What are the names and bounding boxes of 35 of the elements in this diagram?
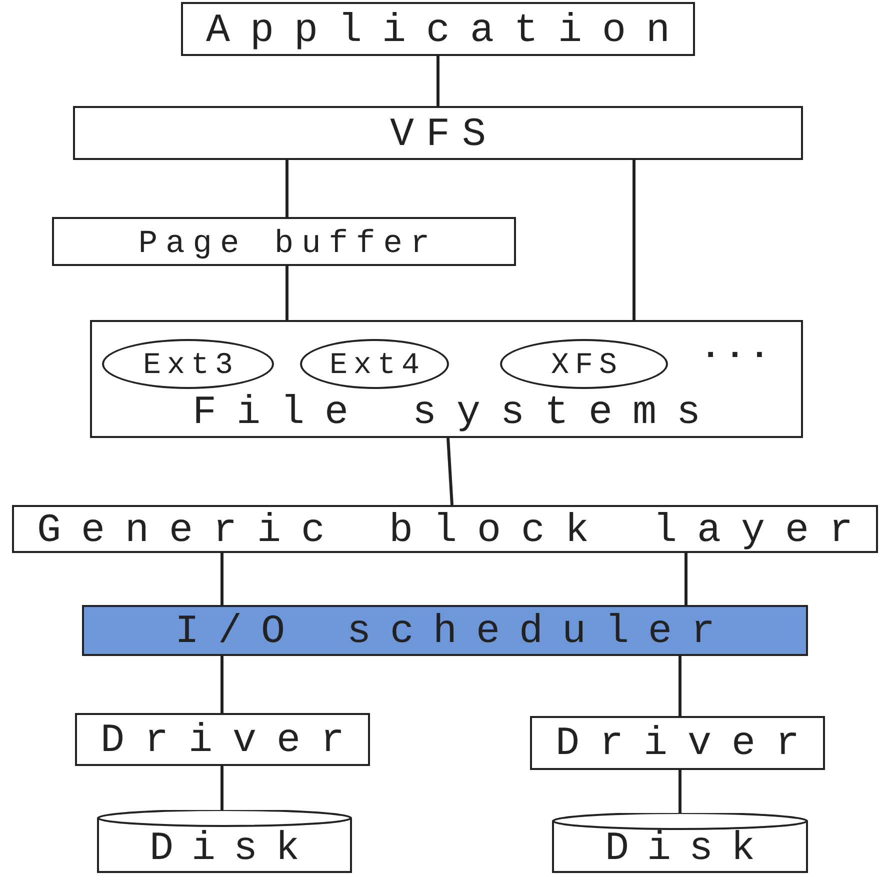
node-label: Disk [604,830,774,870]
node-label: XFS [550,351,624,381]
process-box [75,713,370,766]
node-label: File systems [191,394,722,434]
node-label: I/O scheduler [174,613,736,653]
process-box [82,605,808,656]
connector-line [220,656,224,713]
node-label: Ext3 [142,351,240,381]
process-box [181,2,695,56]
disk-cylinder [552,813,808,873]
node-label: Driver [554,725,821,765]
connector-line [220,553,224,605]
connector-line [220,766,224,810]
container-box [90,320,803,438]
connector-line [286,160,288,217]
connector-line [684,553,688,605]
node-label: Driver [99,722,366,762]
process-box [52,217,516,266]
node-label: Application [204,12,692,52]
node-label: Generic block layer [36,512,874,552]
connector-line [436,56,440,106]
node-label: Ext4 [328,351,426,381]
node-label: VFS [388,116,499,156]
connector-line [678,656,682,716]
disk-cylinder [97,810,352,873]
process-box [12,505,878,553]
connector-line [678,770,682,813]
connector-line [446,438,454,506]
connector-line [286,266,288,320]
node-label: Disk [148,830,318,870]
process-box [73,106,803,160]
connector-line [632,160,636,320]
process-box [530,716,825,770]
node-label: Page buffer [137,228,439,260]
ellipsis-text: ... [699,332,775,366]
